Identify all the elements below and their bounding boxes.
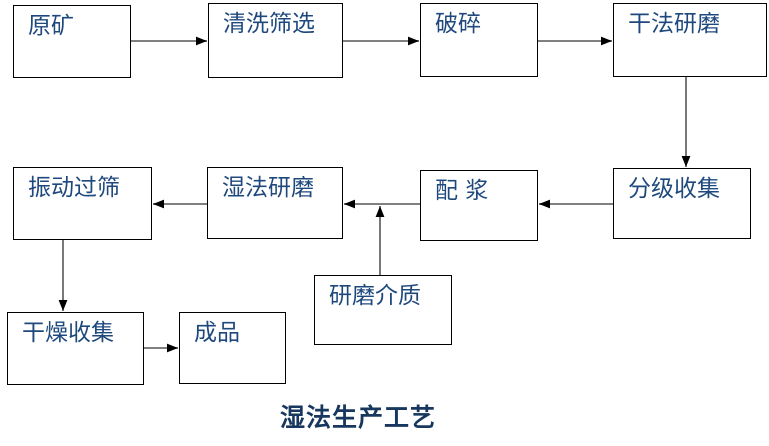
node-grinding-media: 研磨介质 [314,275,452,345]
node-wet-grinding-label: 湿法研磨 [222,175,314,201]
node-wet-grinding: 湿法研磨 [207,167,343,239]
node-vibrating-screening-label: 振动过筛 [28,175,120,201]
node-crushing: 破碎 [420,3,538,77]
node-slurry-mixing: 配 浆 [420,170,538,241]
node-classified-collection: 分级收集 [613,168,751,239]
diagram-title: 湿法生产工艺 [279,403,436,432]
node-grinding-media-label: 研磨介质 [329,283,421,309]
node-crushing-label: 破碎 [435,11,481,37]
node-washing-screening-label: 清洗筛选 [223,11,315,37]
node-washing-screening: 清洗筛选 [208,3,343,78]
node-finished-product-label: 成品 [194,320,240,346]
node-raw-ore-label: 原矿 [28,13,74,39]
node-raw-ore: 原矿 [13,5,131,78]
node-dry-grinding: 干法研磨 [613,3,767,77]
node-drying-collection-label: 干燥收集 [22,320,114,346]
node-drying-collection: 干燥收集 [7,312,144,385]
node-vibrating-screening: 振动过筛 [13,167,152,240]
node-classified-collection-label: 分级收集 [628,176,720,202]
node-slurry-mixing-label: 配 浆 [435,178,489,204]
node-finished-product: 成品 [179,312,286,384]
node-dry-grinding-label: 干法研磨 [628,11,720,37]
